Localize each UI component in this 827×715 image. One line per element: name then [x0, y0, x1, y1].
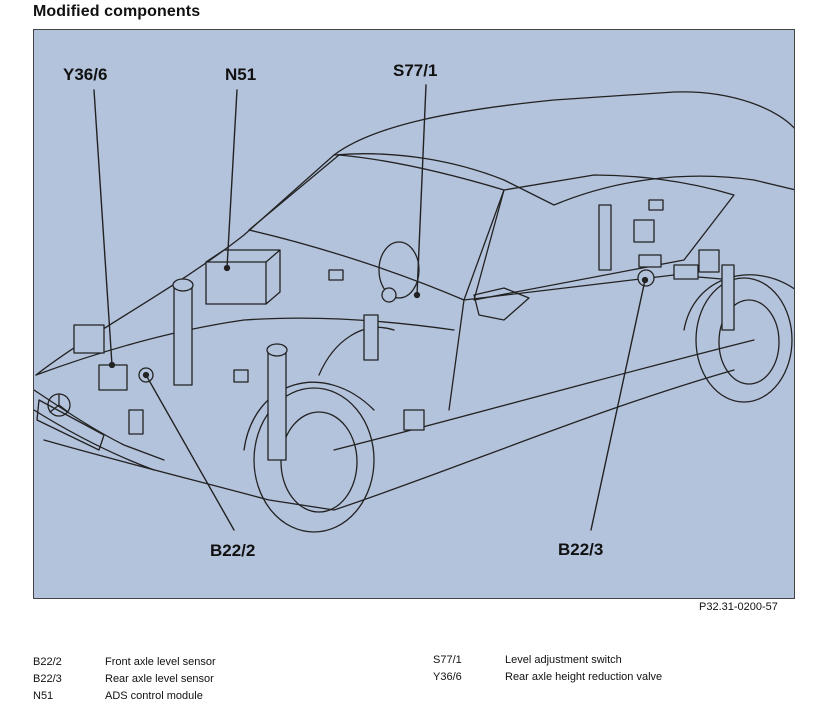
leader-b22-2 — [145, 374, 235, 531]
rear-wheel — [695, 277, 793, 403]
car-components-diagram — [33, 29, 795, 599]
legend-desc: Rear axle height reduction valve — [505, 671, 663, 683]
callout-n51: N51 — [225, 65, 257, 84]
leader-y36-6 — [93, 89, 113, 366]
rear-strut-right — [721, 264, 735, 331]
door-line — [448, 274, 735, 411]
legend-item: B22/3 Rear axle level sensor — [33, 671, 216, 688]
s77-switch-shape — [381, 287, 397, 303]
front-strut-left — [173, 284, 193, 386]
legend-code: B22/2 — [33, 656, 62, 668]
legend-code: N51 — [33, 690, 54, 702]
rocker-line — [333, 339, 755, 451]
legend-item: S77/1 Level adjustment switch — [433, 652, 662, 669]
callout-b22-2: B22/2 — [210, 541, 256, 560]
car-body-outline — [35, 91, 794, 376]
legend-desc: ADS control module — [105, 690, 203, 702]
windshield — [248, 154, 505, 301]
legend-desc: Level adjustment switch — [505, 654, 622, 666]
legend-desc: Rear axle level sensor — [105, 673, 214, 685]
car-illustration — [34, 84, 794, 533]
legend-code: B22/3 — [33, 673, 62, 685]
front-bumper — [34, 389, 165, 471]
roof-line — [333, 153, 794, 206]
legend-item: Y36/6 Rear axle height reduction valve — [433, 669, 662, 686]
legend-left: B22/2 Front axle level sensor B22/3 Rear a… — [33, 654, 216, 705]
leader-n51 — [226, 89, 238, 269]
legend-item: N51 ADS control module — [33, 688, 216, 705]
n51-module-shape — [205, 261, 267, 305]
leader-s77-1 — [416, 84, 427, 296]
callout-y36-6: Y36/6 — [63, 65, 108, 84]
reference-code: P32.31-0200-57 — [699, 601, 778, 613]
front-wheel — [253, 387, 375, 533]
legend-desc: Front axle level sensor — [105, 656, 216, 668]
side-window — [473, 174, 735, 301]
rear-strut-left — [598, 204, 612, 271]
leader-b22-3 — [590, 279, 646, 531]
grille — [36, 399, 105, 451]
legend-right: S77/1 Level adjustment switch Y36/6 Rear a… — [433, 652, 662, 686]
callout-s77-1: S77/1 — [393, 61, 438, 80]
steering-wheel — [378, 241, 420, 299]
side-mirror — [473, 287, 530, 321]
legend-item: B22/2 Front axle level sensor — [33, 654, 216, 671]
page-title: Modified components — [33, 3, 201, 20]
y36-valve-shape — [98, 364, 128, 391]
callout-b22-3: B22/3 — [558, 540, 604, 559]
legend-code: Y36/6 — [433, 671, 462, 683]
front-strut-right — [267, 349, 287, 461]
legend-code: S77/1 — [433, 654, 462, 666]
lower-body — [43, 369, 735, 511]
